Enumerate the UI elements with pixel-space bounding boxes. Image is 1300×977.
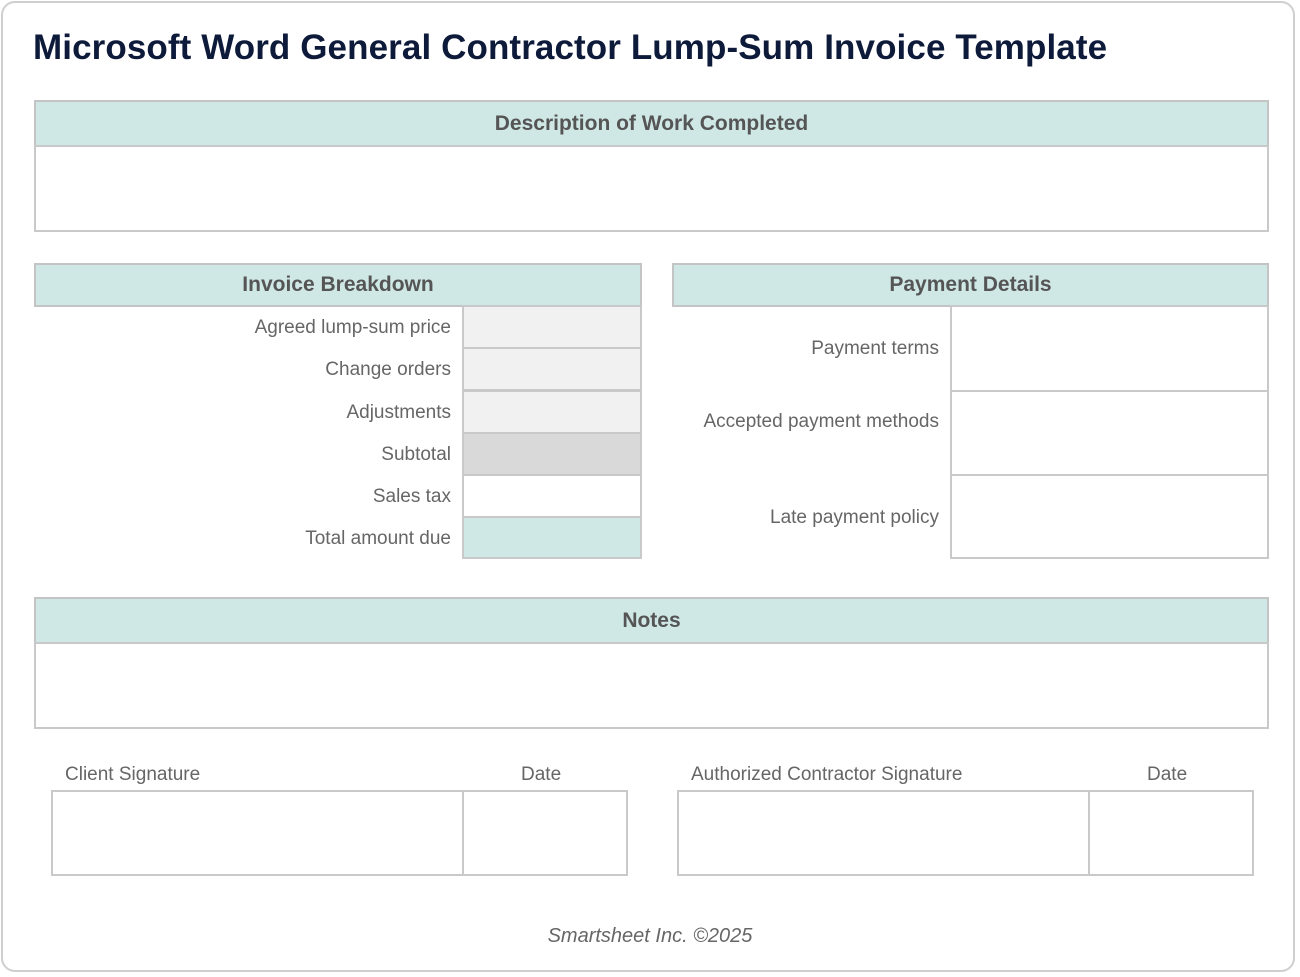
contractor-signature-field[interactable] bbox=[677, 790, 1090, 876]
row-label-change-orders: Change orders bbox=[325, 359, 451, 380]
late-policy-field[interactable] bbox=[950, 474, 1269, 559]
payment-details-header: Payment Details bbox=[672, 263, 1269, 307]
description-field[interactable] bbox=[34, 145, 1269, 232]
row-label-subtotal: Subtotal bbox=[381, 444, 451, 465]
agreed-price-field[interactable] bbox=[462, 305, 642, 349]
client-date-label: Date bbox=[521, 764, 562, 785]
change-orders-field[interactable] bbox=[462, 347, 642, 391]
description-header: Description of Work Completed bbox=[34, 100, 1269, 147]
row-label-accepted-methods: Accepted payment methods bbox=[703, 411, 939, 432]
invoice-breakdown-header: Invoice Breakdown bbox=[34, 263, 642, 307]
subtotal-field[interactable] bbox=[462, 432, 642, 476]
page-title: Microsoft Word General Contractor Lump-S… bbox=[33, 28, 1108, 67]
sales-tax-field[interactable] bbox=[462, 474, 642, 518]
row-label-sales-tax: Sales tax bbox=[372, 486, 451, 507]
notes-header: Notes bbox=[34, 597, 1269, 644]
adjustments-field[interactable] bbox=[462, 390, 642, 434]
row-label-adjustments: Adjustments bbox=[346, 402, 451, 423]
client-date-field[interactable] bbox=[462, 790, 628, 876]
total-due-field[interactable] bbox=[462, 516, 642, 559]
notes-field[interactable] bbox=[34, 642, 1269, 729]
row-label-payment-terms: Payment terms bbox=[811, 338, 939, 359]
contractor-date-field[interactable] bbox=[1088, 790, 1254, 876]
payment-terms-field[interactable] bbox=[950, 305, 1269, 392]
footer-copyright: Smartsheet Inc. ©2025 bbox=[547, 925, 753, 947]
row-label-late-policy: Late payment policy bbox=[770, 507, 939, 528]
row-label-total-due: Total amount due bbox=[305, 528, 451, 549]
client-signature-label: Client Signature bbox=[65, 764, 201, 785]
row-label-agreed-price: Agreed lump-sum price bbox=[254, 317, 451, 338]
contractor-date-label: Date bbox=[1147, 764, 1188, 785]
client-signature-field[interactable] bbox=[51, 790, 464, 876]
contractor-signature-label: Authorized Contractor Signature bbox=[691, 764, 963, 785]
accepted-methods-field[interactable] bbox=[950, 390, 1269, 476]
